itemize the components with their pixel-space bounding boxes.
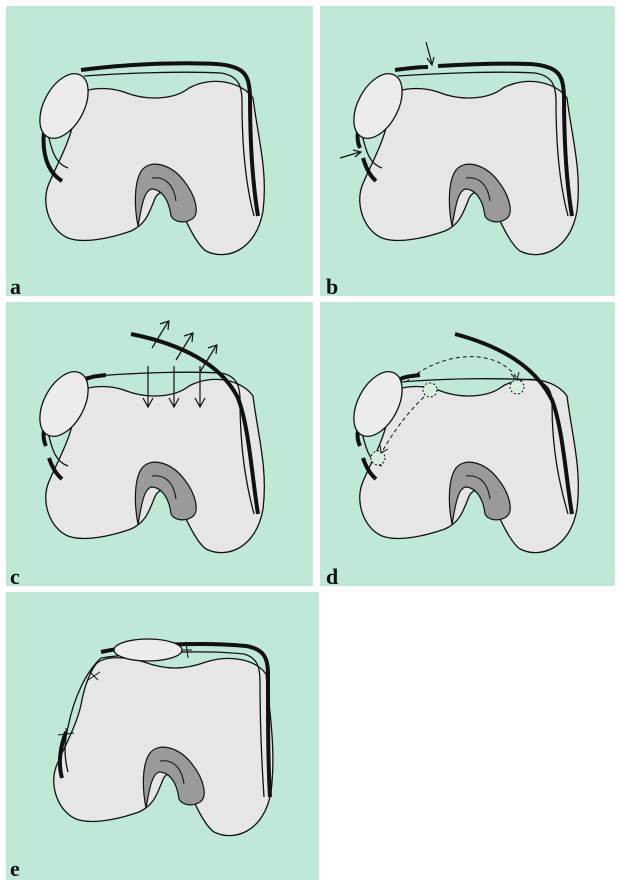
flap-point-circle	[371, 451, 385, 465]
panel-c: c	[6, 302, 313, 586]
flap-point-circle	[510, 380, 524, 394]
capsule-thick	[395, 67, 428, 70]
panel-e: e	[6, 592, 319, 880]
diagram-b	[320, 6, 615, 296]
diagram-e	[6, 592, 319, 880]
empty-area	[320, 592, 621, 880]
flap-point-circle	[423, 383, 437, 397]
panel-label: d	[326, 566, 338, 588]
panel-d: d	[320, 302, 615, 586]
diagram-c	[6, 302, 313, 586]
panel-label: a	[10, 276, 21, 298]
panel-a: a	[6, 6, 313, 296]
diagram-d	[320, 302, 615, 586]
panel-label: c	[10, 566, 20, 588]
panel-label: e	[10, 858, 20, 880]
diagram-a	[6, 6, 313, 296]
panel-b: b	[320, 6, 615, 296]
patella	[114, 639, 182, 661]
capsule-thick-medial-upper	[398, 375, 420, 380]
panel-label: b	[326, 276, 338, 298]
